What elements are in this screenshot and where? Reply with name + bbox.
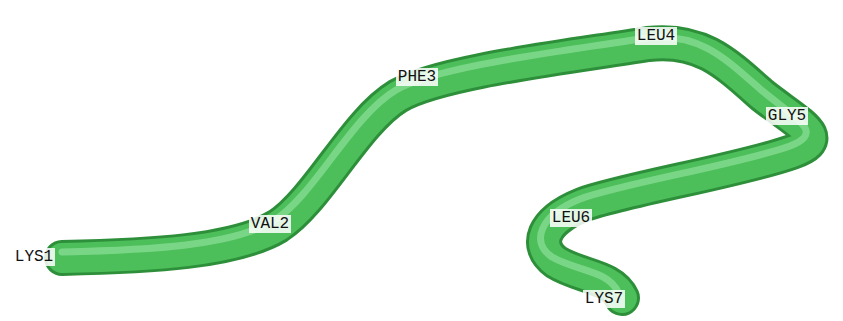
residue-label: LEU6 [550,209,592,227]
tube-strokes [62,37,810,298]
residue-label: VAL2 [249,215,291,233]
residue-label: GLY5 [766,107,808,125]
residue-label: PHE3 [396,68,438,86]
residue-label: LEU4 [635,27,677,45]
residue-label: LYS7 [583,290,625,308]
residue-label: LYS1 [13,248,55,266]
tube-highlight [62,37,806,292]
